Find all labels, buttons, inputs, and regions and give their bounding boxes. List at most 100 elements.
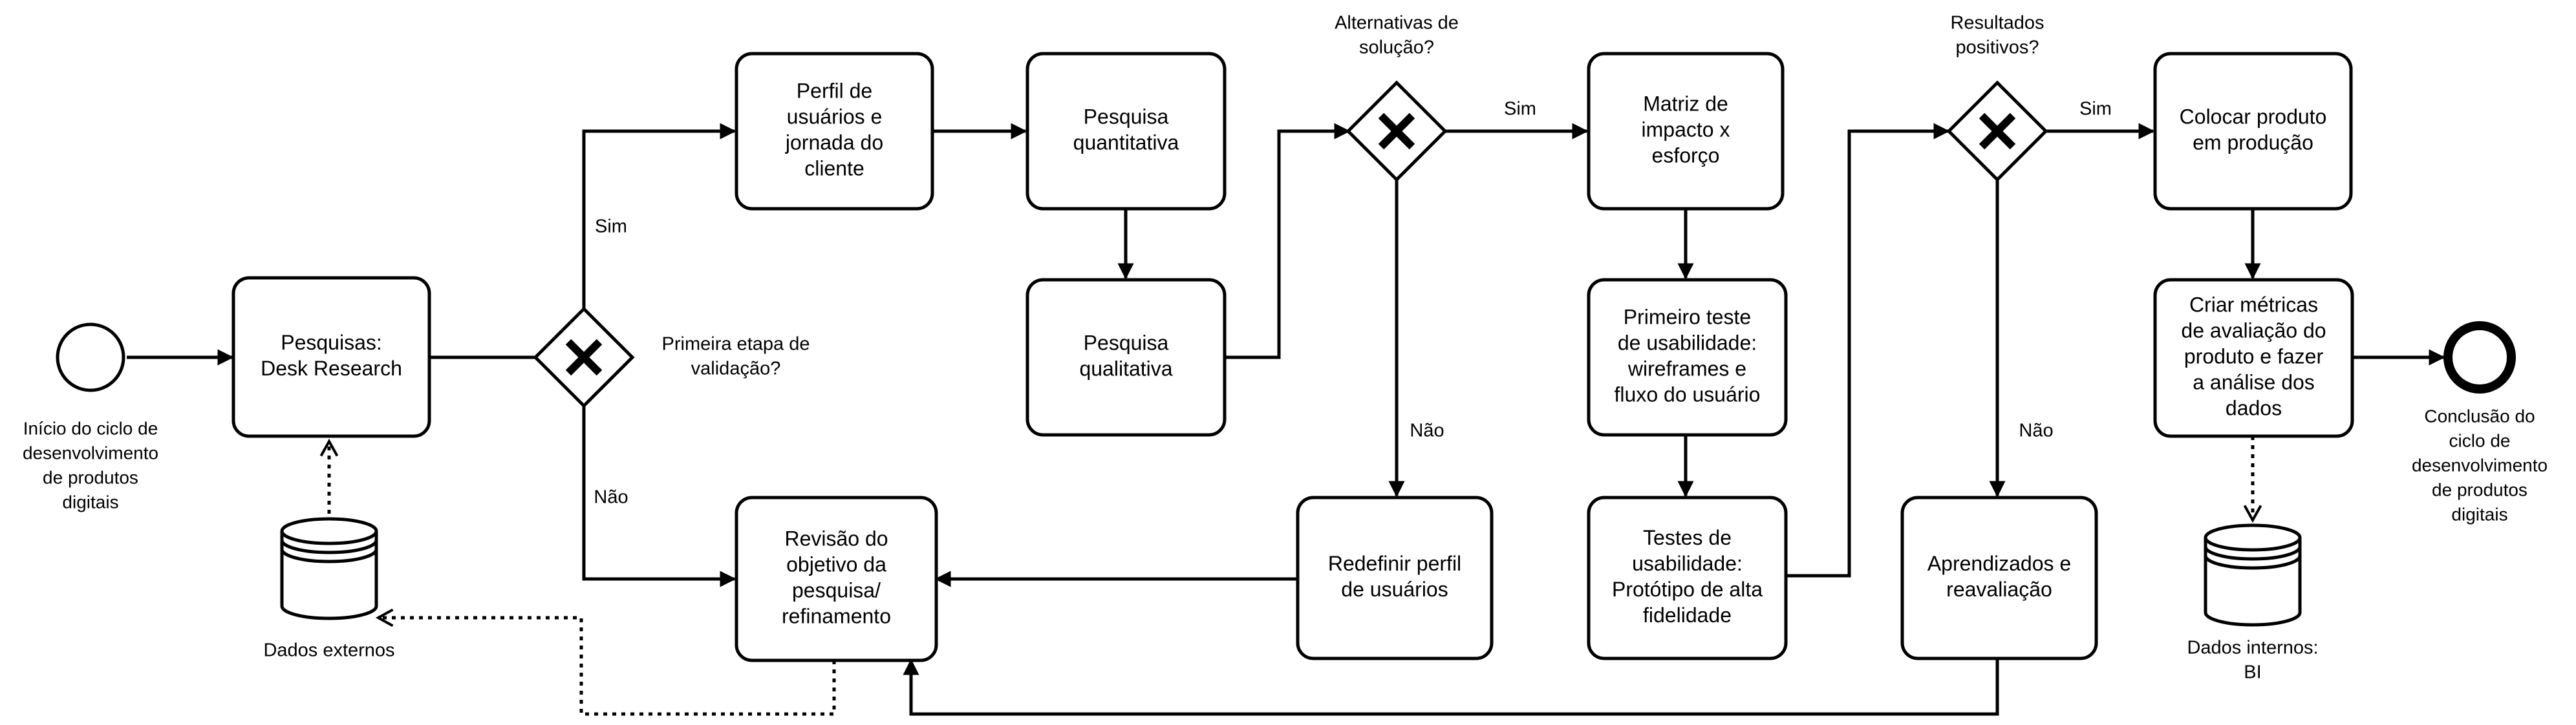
task-label-line: a análise dos bbox=[2193, 370, 2315, 394]
task-box bbox=[1900, 496, 2098, 660]
data-store-internos-label-line: BI bbox=[2244, 662, 2261, 683]
start-event bbox=[56, 322, 125, 392]
gateway-g2-question-line: solução? bbox=[1359, 37, 1434, 58]
task-label-line: esforço bbox=[1652, 143, 1720, 167]
flow-g1-to-revisao bbox=[582, 406, 736, 587]
task-box bbox=[1587, 52, 1785, 211]
cylinder-ring bbox=[2204, 546, 2302, 561]
task-box bbox=[2153, 278, 2354, 438]
data-associations bbox=[319, 436, 2262, 716]
exclusive-x-icon bbox=[1378, 112, 1415, 150]
task-box bbox=[735, 52, 934, 211]
flow-aprendizados-to-revisao bbox=[903, 658, 1999, 716]
task-label-line: refinamento bbox=[782, 604, 891, 627]
task-label-line: fluxo do usuário bbox=[1615, 383, 1761, 406]
data-store-internos bbox=[2204, 523, 2302, 627]
task-label-line: impacto x bbox=[1642, 118, 1730, 141]
gateway-g3 bbox=[1946, 80, 2048, 182]
flow-qualitativa-to-g2 bbox=[1225, 123, 1351, 359]
gateway-g3-question-line: positivos? bbox=[1956, 37, 2039, 58]
task-box bbox=[1025, 52, 1227, 211]
edge-label-g2-no: Não bbox=[1410, 421, 1444, 441]
gateway-g2 bbox=[1346, 80, 1448, 182]
data-store-externos-label-line: Dados externos bbox=[263, 640, 394, 661]
exclusive-x-icon bbox=[565, 339, 603, 376]
task-label-line: Pesquisas: bbox=[281, 331, 382, 354]
task-box bbox=[1296, 496, 1494, 660]
task-label-line: pesquisa/ bbox=[792, 578, 881, 602]
edge-label-g3-no: Não bbox=[2019, 421, 2053, 441]
end-event-label-line: desenvolvimento bbox=[2412, 455, 2548, 475]
task-label-line: cliente bbox=[804, 156, 864, 180]
data-store-externos-label: Dados externos bbox=[263, 640, 394, 661]
edge-label-g3-yes: Sim bbox=[2079, 99, 2112, 120]
events bbox=[56, 321, 2516, 394]
labels: Início do ciclo de desenvolvimento de prod… bbox=[23, 13, 2548, 683]
task-label-line: Colocar produto bbox=[2180, 105, 2327, 128]
task-redefinir-perfil: Redefinir perfil de usuários bbox=[1296, 496, 1494, 660]
task-box bbox=[231, 276, 431, 438]
task-label-line: Revisão do bbox=[784, 527, 888, 550]
end-event bbox=[2443, 321, 2516, 394]
edge-label-g1-yes: Sim bbox=[595, 216, 627, 237]
data-store-internos-label: Dados internos: BI bbox=[2187, 638, 2318, 683]
end-event-label-line: de produtos bbox=[2432, 479, 2528, 499]
cylinder-top bbox=[2204, 523, 2302, 552]
cylinder-ring bbox=[280, 540, 378, 554]
task-label-line: usabilidade: bbox=[1632, 552, 1743, 575]
edge-label-g1-no: Não bbox=[594, 487, 628, 508]
data-store-externos bbox=[280, 517, 378, 620]
task-label-line: Perfil de bbox=[797, 79, 872, 102]
cylinder-body bbox=[2204, 538, 2302, 627]
gateway-g1-question-line: Primeira etapa de bbox=[662, 334, 810, 355]
task-label-line: quantitativa bbox=[1073, 131, 1179, 154]
task-label-line: em produção bbox=[2193, 131, 2313, 154]
task-desk-research: Pesquisas:Desk Research bbox=[231, 276, 431, 438]
gateway-g1-question-line: validação? bbox=[691, 359, 781, 379]
end-event-label-line: digitais bbox=[2451, 504, 2507, 524]
gateway-g2-question: Alternativas de solução? bbox=[1335, 13, 1459, 58]
task-label-line: Pesquisa bbox=[1084, 331, 1169, 354]
data-store-internos-label-line: Dados internos: bbox=[2187, 638, 2318, 658]
start-event-label-line: Início do ciclo de bbox=[23, 418, 158, 438]
gateway-g1-question: Primeira etapa de validação? bbox=[662, 334, 810, 379]
exclusive-x-icon bbox=[1979, 112, 2016, 150]
task-label-line: Criar métricas bbox=[2189, 293, 2318, 316]
task-label-line: reavaliação bbox=[1946, 578, 2052, 601]
gateway-g2-question-line: Alternativas de bbox=[1335, 13, 1459, 34]
task-label-line: de avaliação do bbox=[2181, 319, 2326, 342]
task-label-line: Redefinir perfil bbox=[1328, 552, 1461, 575]
task-label-line: de usuários bbox=[1341, 578, 1448, 601]
task-box bbox=[1587, 496, 1788, 660]
task-label-line: de usabilidade: bbox=[1618, 331, 1757, 354]
task-label-line: Protótipo de alta bbox=[1612, 578, 1763, 601]
task-colocar-producao: Colocar produto em produção bbox=[2153, 52, 2353, 211]
end-event-label-line: ciclo de bbox=[2449, 430, 2511, 450]
cylinder-ring bbox=[280, 549, 378, 563]
gateway-g1 bbox=[533, 306, 635, 408]
task-label-line: objetivo da bbox=[786, 552, 886, 576]
task-label-line: Matriz de bbox=[1643, 92, 1728, 115]
task-label: Redefinir perfil de usuários bbox=[1328, 552, 1461, 601]
flow-testes-to-g3 bbox=[1786, 123, 1950, 578]
task-box bbox=[1025, 278, 1227, 437]
end-event-label-line: Conclusão do bbox=[2424, 406, 2535, 426]
task-box bbox=[1587, 278, 1788, 437]
task-label: Colocar produto em produção bbox=[2180, 105, 2327, 154]
